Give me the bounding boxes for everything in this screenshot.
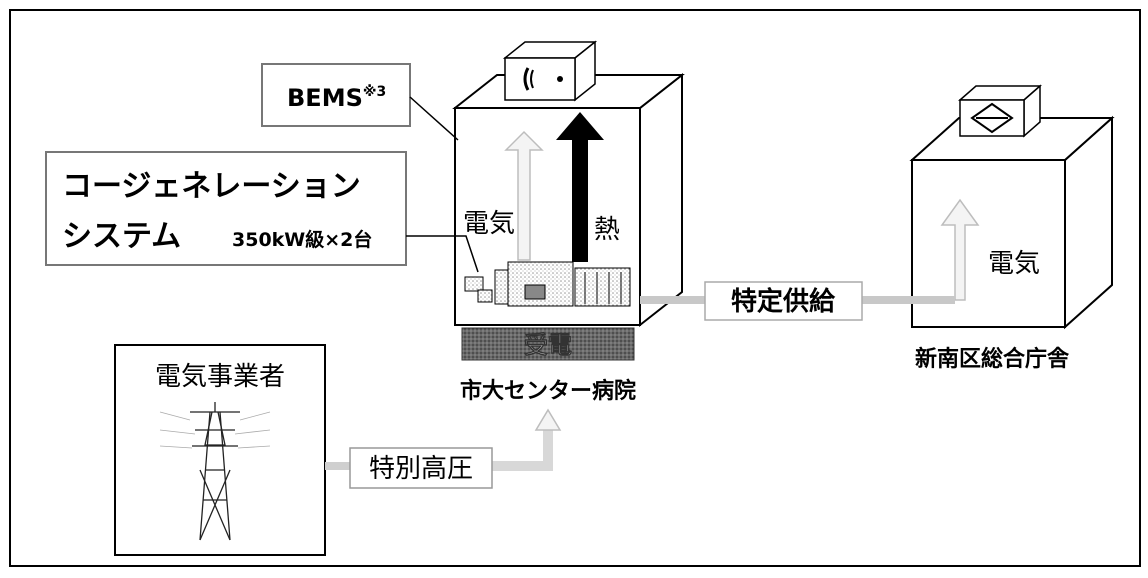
ward-office-building: 電気 新南区総合庁舎 xyxy=(909,84,1115,372)
extra-high-voltage-flow: 特別高圧 xyxy=(325,408,562,489)
bems-box xyxy=(261,63,411,127)
cogeneration-leader-line xyxy=(406,235,479,273)
receiving-label: 受電 xyxy=(524,331,572,359)
specified-supply-flow: 特定供給 xyxy=(640,281,955,321)
extra-high-voltage-arrow-head xyxy=(534,408,562,431)
bems-callout: BEMS※3 xyxy=(261,63,459,141)
hospital-rooftop-sign xyxy=(502,40,598,102)
hospital-electricity-arrow xyxy=(504,130,544,261)
hospital-side-face xyxy=(639,72,683,328)
ward-office-electricity-label: 電気 xyxy=(988,249,1040,279)
hospital-logo-icon xyxy=(523,67,563,91)
cogeneration-spec: 350kW級×2台 xyxy=(232,228,372,251)
cogeneration-line2: システム xyxy=(62,219,181,254)
cogeneration-box xyxy=(45,151,407,266)
cogeneration-line1: コージェネレーション xyxy=(62,169,361,204)
hospital-heat-arrow xyxy=(556,112,604,262)
ward-office-rooftop-sign xyxy=(958,84,1042,138)
cogeneration-callout: コージェネレーション システム 350kW級×2台 xyxy=(45,151,479,273)
extra-high-voltage-box xyxy=(349,447,493,489)
diagram-frame xyxy=(9,9,1141,567)
cogeneration-equipment-icon xyxy=(464,261,631,307)
hospital-building: 電気 熱 受電 市大センター病院 xyxy=(452,40,685,404)
extra-high-voltage-label: 特別高圧 xyxy=(369,454,473,484)
specified-supply-box xyxy=(704,281,863,321)
hospital-electricity-label: 電気 xyxy=(463,209,515,239)
receiving-box xyxy=(461,327,635,361)
bems-label-text: BEMS xyxy=(287,84,363,112)
bems-label: BEMS※3 xyxy=(287,84,386,112)
diamond-logo-icon xyxy=(970,102,1014,134)
bems-leader-line xyxy=(409,96,459,141)
transmission-tower-icon xyxy=(159,402,271,541)
hospital-name: 市大センター病院 xyxy=(460,378,636,404)
electric-utility: 電気事業者 xyxy=(114,344,326,556)
electric-utility-box xyxy=(114,344,326,556)
electric-utility-name: 電気事業者 xyxy=(155,362,285,392)
specified-supply-label: 特定供給 xyxy=(731,286,836,317)
ward-office-name: 新南区総合庁舎 xyxy=(915,346,1070,372)
ward-office-electricity-arrow xyxy=(940,198,980,301)
hospital-heat-label: 熱 xyxy=(594,215,620,245)
bems-superscript: ※3 xyxy=(363,84,386,100)
